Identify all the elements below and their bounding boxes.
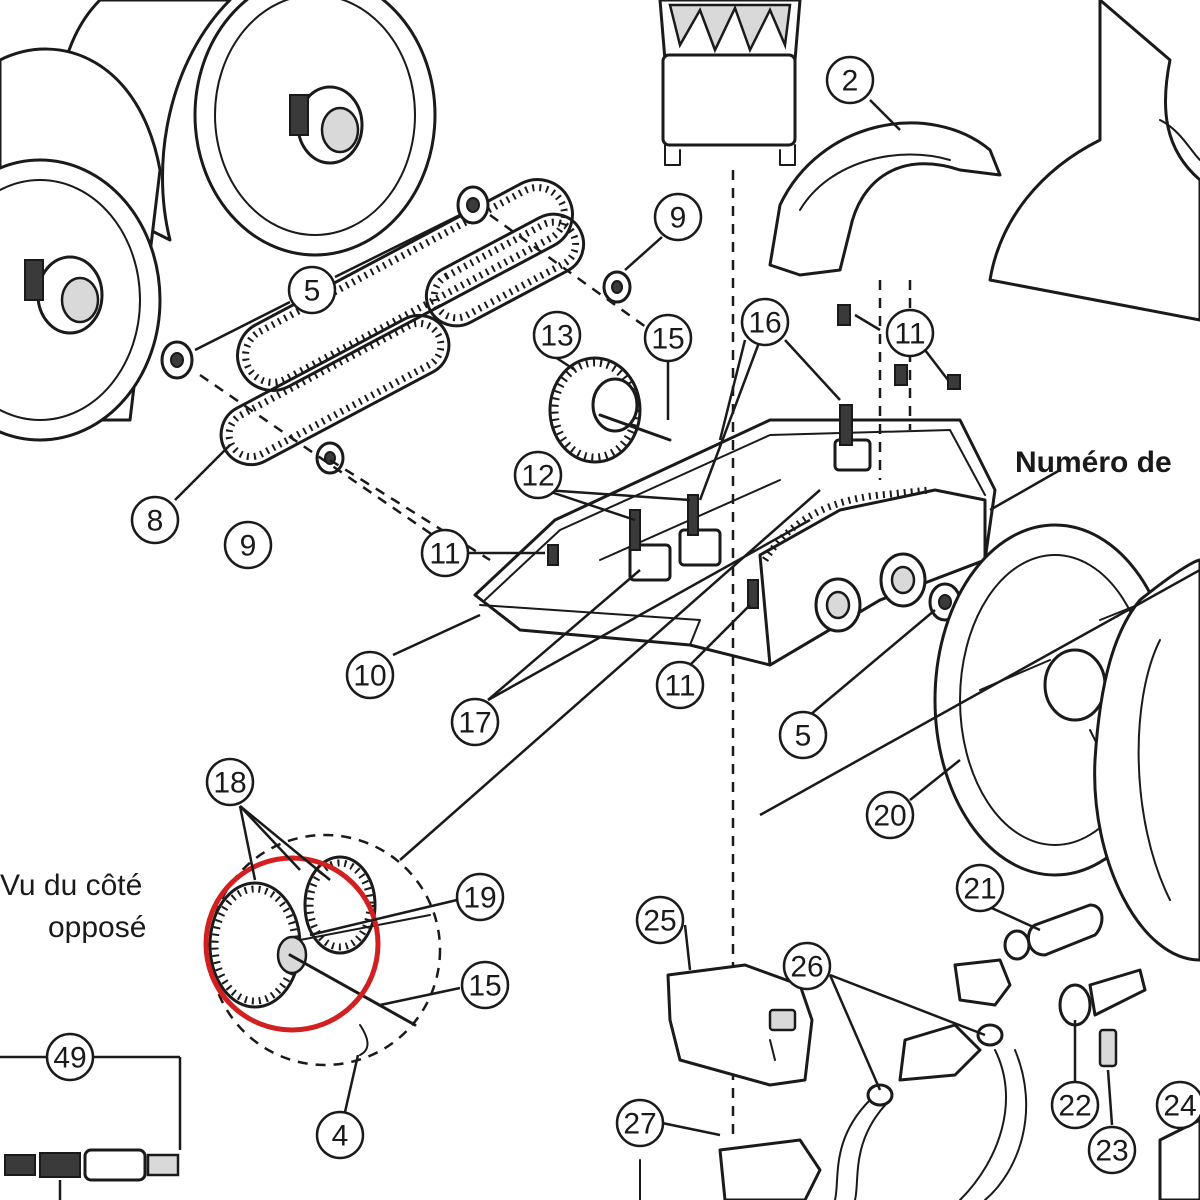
svg-text:11: 11 (664, 670, 695, 703)
svg-text:11: 11 (429, 538, 460, 571)
callout-5-left: 5 (287, 265, 337, 315)
callout-2: 2 (825, 55, 875, 105)
svg-text:13: 13 (540, 320, 573, 353)
svg-text:27: 27 (623, 1108, 656, 1141)
callout-16: 16 (740, 297, 790, 347)
label-vu-du-cote: Vu du côté (0, 869, 142, 902)
svg-text:5: 5 (795, 720, 812, 753)
callout-22: 22 (1050, 1080, 1100, 1130)
housing-top-right (988, 0, 1200, 322)
svg-text:18: 18 (213, 767, 246, 800)
label-numero-de: Numéro de (1015, 446, 1172, 479)
opposite-side-view (203, 833, 442, 1067)
callout-24: 24 (1155, 1080, 1200, 1130)
svg-text:9: 9 (670, 202, 687, 235)
part-49 (0, 1055, 182, 1200)
label-oppose: opposé (48, 911, 146, 944)
svg-text:19: 19 (463, 882, 496, 915)
svg-text:25: 25 (643, 905, 676, 938)
svg-text:23: 23 (1095, 1135, 1128, 1168)
callout-11-left: 11 (420, 528, 470, 578)
callout-10: 10 (345, 650, 395, 700)
callout-18: 18 (205, 757, 255, 807)
svg-text:26: 26 (790, 951, 823, 984)
svg-text:49: 49 (53, 1042, 86, 1075)
callout-17: 17 (450, 697, 500, 747)
svg-text:8: 8 (147, 505, 164, 538)
svg-text:2: 2 (842, 65, 859, 98)
callout-49: 49 (45, 1032, 95, 1082)
svg-text:10: 10 (353, 660, 386, 693)
svg-text:5: 5 (304, 275, 321, 308)
callout-19: 19 (455, 872, 505, 922)
screws (547, 304, 961, 609)
callout-4: 4 (315, 1110, 365, 1160)
gear-13 (548, 356, 672, 464)
leader-lines (174, 99, 1200, 1137)
svg-text:20: 20 (873, 800, 906, 833)
callout-27: 27 (615, 1098, 665, 1148)
callout-15-bottom: 15 (460, 960, 510, 1010)
callout-11-top: 11 (885, 308, 935, 358)
svg-text:9: 9 (240, 530, 257, 563)
hose-connector-top (658, 0, 802, 166)
svg-text:4: 4 (332, 1120, 349, 1153)
callout-8: 8 (130, 495, 180, 545)
svg-text:15: 15 (651, 323, 684, 356)
svg-text:21: 21 (963, 873, 996, 906)
highlight-circle (203, 855, 381, 1033)
callout-20: 20 (865, 790, 915, 840)
part-25 (666, 963, 814, 1087)
svg-text:22: 22 (1058, 1090, 1091, 1123)
callout-21: 21 (955, 863, 1005, 913)
callout-9-bottom: 9 (223, 520, 273, 570)
callout-9-top: 9 (653, 192, 703, 242)
svg-text:12: 12 (521, 460, 554, 493)
chassis-10 (473, 418, 997, 667)
wheel-assembly-top-left (0, 0, 437, 442)
part-2-cover (768, 121, 1002, 277)
svg-text:15: 15 (468, 970, 501, 1003)
callout-5-right: 5 (778, 710, 828, 760)
svg-text:17: 17 (458, 707, 491, 740)
callout-26: 26 (782, 941, 832, 991)
callout-12: 12 (513, 450, 563, 500)
callout-13: 13 (532, 310, 582, 360)
callout-25: 25 (635, 895, 685, 945)
svg-text:16: 16 (748, 307, 781, 340)
wheel-20 (933, 523, 1200, 962)
svg-text:11: 11 (894, 318, 925, 351)
parts-26-27 (639, 1023, 1028, 1200)
parts-21-24 (953, 903, 1200, 1200)
callout-11-bottom: 11 (655, 660, 705, 710)
callout-15-top: 15 (643, 313, 693, 363)
callout-23: 23 (1087, 1125, 1137, 1175)
svg-text:24: 24 (1163, 1090, 1196, 1123)
